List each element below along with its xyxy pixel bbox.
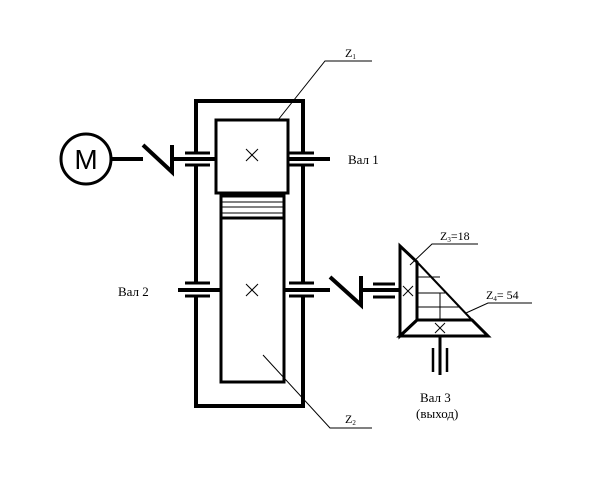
gearbox-housing — [194, 99, 305, 408]
shaft1-bearings — [185, 151, 330, 167]
motor: M — [59, 132, 113, 186]
label-z2: Z2 — [345, 412, 356, 427]
label-z4: Z4= 54 — [486, 288, 519, 303]
label-shaft3-note: (выход) — [416, 406, 458, 421]
label-shaft1: Вал 1 — [348, 152, 379, 167]
label-shaft2: Вал 2 — [118, 284, 149, 299]
shaft3-output — [431, 336, 449, 375]
gear-z2 — [219, 194, 286, 384]
bevel-gear-z4 — [396, 261, 492, 338]
label-z1: Z1 — [345, 46, 356, 61]
leader-lines — [262, 60, 532, 429]
label-shaft3: Вал 3 — [420, 390, 451, 405]
label-z3: Z3=18 — [440, 229, 470, 244]
output-coupling — [328, 275, 400, 310]
motor-letter: M — [74, 144, 97, 175]
shaft2-bearings — [178, 281, 330, 298]
gear-z1 — [214, 118, 290, 195]
motor-coupling — [111, 143, 196, 177]
